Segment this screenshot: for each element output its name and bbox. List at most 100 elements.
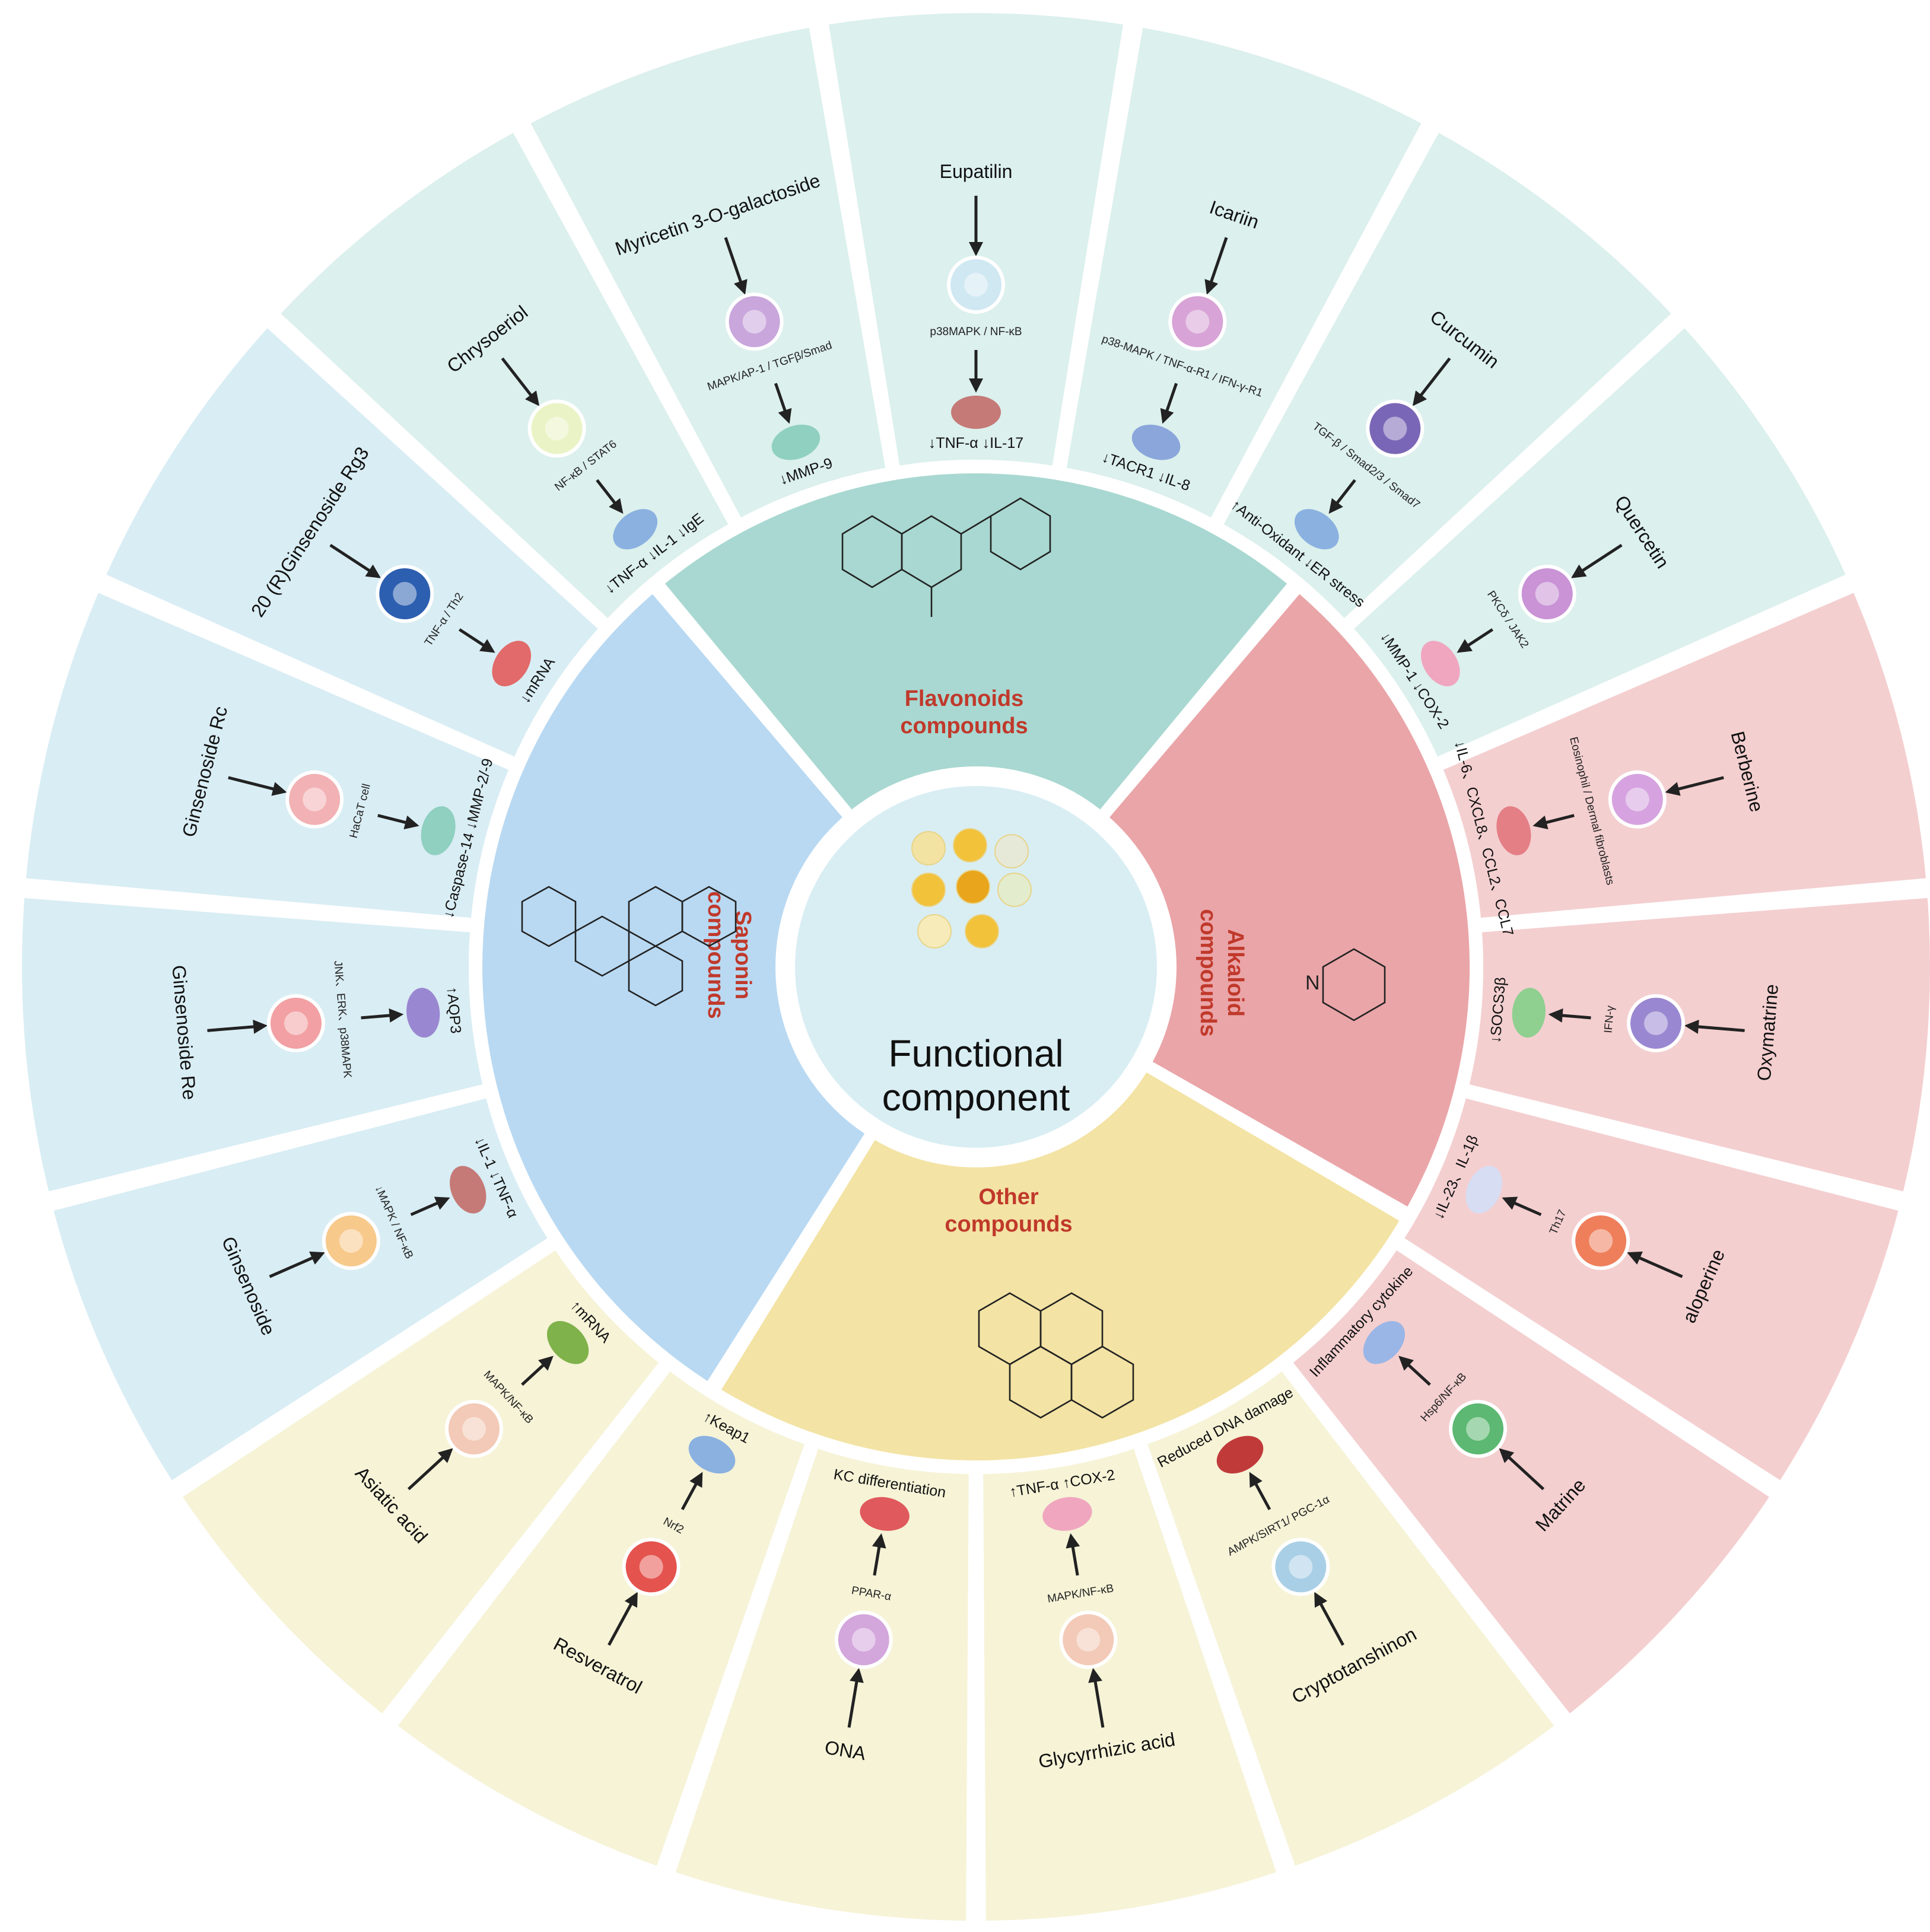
category-label-alkaloid-line2: compounds [1195,909,1220,1036]
arrow [1464,628,1494,649]
arrow-head [1088,1667,1102,1683]
target-cell [1168,292,1227,351]
mediator-blob [1363,1321,1406,1364]
arrow [407,1454,447,1491]
category-labels: FlavonoidscompoundsAlkaloidcompoundsOthe… [703,686,1248,1237]
arrow [1558,1013,1591,1020]
arrow [361,1013,394,1020]
target-cell [527,399,586,458]
category-label-flavonoids: Flavonoids [905,686,1024,711]
target-cell [285,770,344,829]
arrow-head [1570,564,1587,578]
flavonoid-scaffold-icon [841,497,1051,617]
center-hub: Functional component [780,771,1172,1163]
arrow [681,1480,699,1510]
cell-nucleus [1589,1228,1613,1253]
arrow-head [538,1355,554,1371]
arrow [1578,543,1623,574]
arrow-head [524,390,540,406]
arrow [1542,814,1575,825]
arrow [1252,1480,1271,1510]
arrow [207,1024,258,1032]
pyridine-icon: N [1305,948,1386,1021]
arrow-head [969,242,983,256]
mediator-blob [1294,509,1339,550]
arrow-head [624,1592,638,1608]
target-cell [1449,1399,1508,1458]
category-label-saponin: Saponin [730,911,755,1000]
mediator-blob [450,1166,487,1214]
target-cell [1627,994,1686,1052]
mediator-blob [860,1497,910,1531]
arrow [1694,1024,1745,1032]
arrow-head [403,815,419,830]
center-dot [997,873,1032,907]
cell-nucleus [1535,582,1559,606]
center-dot [911,831,946,865]
cell-nucleus [303,787,327,811]
arrow [228,776,278,792]
arrow [1404,1361,1431,1386]
category-label-flavonoids-line2: compounds [900,714,1028,739]
arrow-head [733,279,748,295]
target-cell [725,292,784,351]
arrow-head [689,1472,703,1488]
arrow-head [253,1019,268,1034]
target-cell [1518,565,1576,623]
target-cell [834,1610,893,1669]
cell-nucleus [1466,1417,1490,1441]
arrow-head [309,1251,325,1265]
mediator-blob [951,396,1001,429]
arrow [458,628,488,649]
arrow-head [1532,815,1549,830]
arrow-head [850,1667,864,1683]
cell-nucleus [545,416,569,441]
arrow [873,1543,882,1576]
effect-label: ↑AQP3 [444,986,464,1034]
mediator-blob [1131,424,1181,460]
arrow-head [1627,1251,1643,1265]
arrow [608,1600,634,1646]
arrow-head [1328,498,1343,514]
center-dot [917,914,952,949]
target-cell [322,1211,380,1270]
arrow [1209,237,1228,286]
arrow [269,1255,317,1278]
center-dot [911,873,946,907]
center-dot [956,870,990,904]
target-cell [1608,770,1667,829]
arrow-head [365,564,381,578]
target-cell [1572,1211,1630,1270]
mediator-blob [1512,988,1546,1038]
arrow [501,357,535,399]
arrow-head [609,498,624,514]
mediator-blob [406,988,440,1038]
center-title-line2: component [882,1076,1070,1119]
center-dot [953,828,987,862]
cell-nucleus [1383,416,1407,441]
arrow-head [1398,1355,1414,1371]
mediator-blob [1216,1436,1264,1474]
effect-label: ↓TNF-α ↓IL-17 [929,435,1023,451]
cell-nucleus [339,1228,363,1253]
arrow-head [479,639,495,653]
target-cell [1059,1610,1118,1669]
cell-nucleus [639,1555,663,1579]
arrow [329,543,374,574]
cell-nucleus [462,1417,486,1441]
target-cell [947,256,1005,314]
arrow [724,237,743,286]
arrow [1070,1543,1079,1576]
arrow-head [1160,408,1174,424]
center-title-line1: Functional [888,1032,1063,1075]
center-hub-disc [795,786,1157,1148]
arrow-head [1412,390,1427,406]
cell-nucleus [742,310,767,334]
arrow [1417,357,1451,399]
arrow-head [437,1448,453,1463]
target-cell [266,994,325,1052]
arrow-head [969,378,983,393]
center-dot [994,834,1029,868]
